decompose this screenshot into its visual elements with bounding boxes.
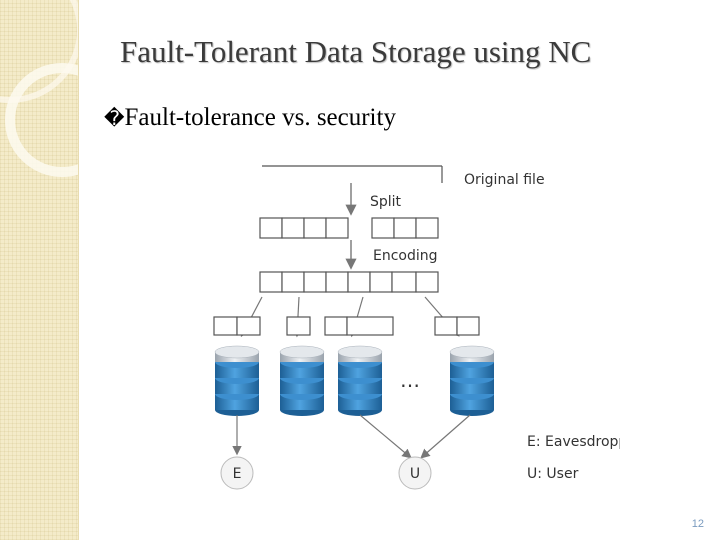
encoded-blocks: [259, 271, 439, 293]
ellipsis-label: …: [400, 368, 420, 392]
access-arrows: [232, 414, 471, 459]
user-legend: U: User: [527, 466, 579, 482]
database-icon: [449, 345, 495, 417]
database-icon: [337, 345, 383, 417]
original-file-label: Original file: [464, 172, 545, 188]
split-label: Split: [370, 194, 402, 210]
eavesdropper-legend: E: Eavesdropper: [527, 434, 620, 450]
user-node: U: [398, 456, 432, 490]
chunk-blocks: [213, 316, 480, 336]
eavesdropper-node: E: [220, 456, 254, 490]
bullet-mark: �: [104, 106, 125, 130]
bullet-text: Fault-tolerance vs. security: [124, 104, 396, 131]
bullet-item: �Fault-tolerance vs. security: [104, 104, 396, 132]
u-node-label: U: [410, 466, 420, 482]
database-icon: [214, 345, 260, 417]
original-file-bar: [262, 165, 443, 183]
split-blocks: [259, 217, 439, 239]
database-icon: [279, 345, 325, 417]
storage-diagram: Original file Split Encoding …: [213, 165, 620, 490]
encoding-label: Encoding: [373, 248, 438, 264]
page-number: 12: [691, 518, 704, 530]
e-node-label: E: [233, 466, 242, 482]
sidebar-circles-decoration: [0, 0, 78, 177]
slide-title: Fault-Tolerant Data Storage using NC: [120, 34, 592, 69]
decorative-sidebar: [0, 0, 79, 540]
